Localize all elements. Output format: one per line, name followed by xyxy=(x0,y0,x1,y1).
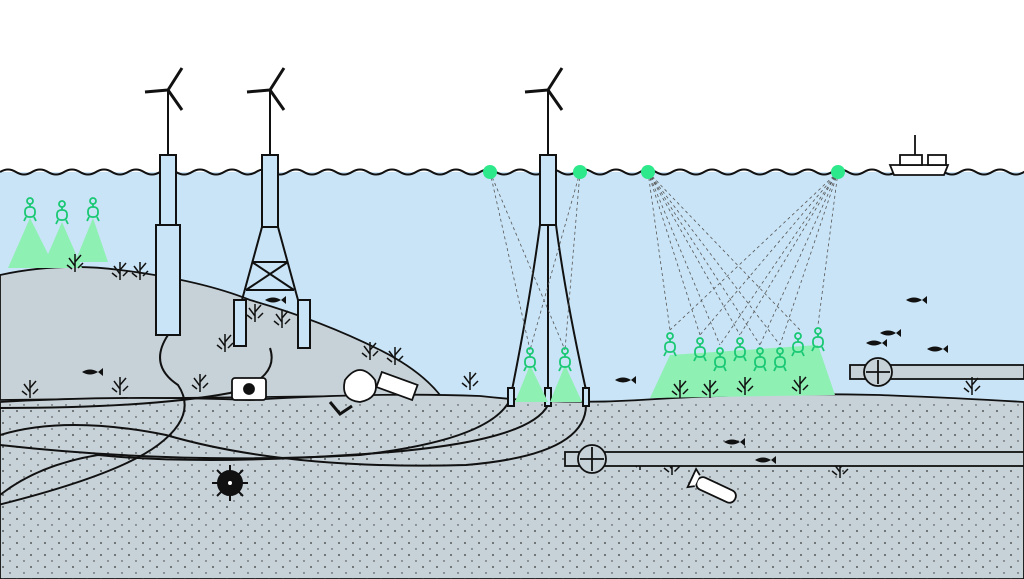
sediment-texture xyxy=(0,400,1024,579)
buoy-icon xyxy=(483,165,845,179)
sensor-cones-left xyxy=(8,197,108,268)
sensor-array xyxy=(515,327,835,402)
wind-turbine-icon xyxy=(233,67,311,349)
barrel-icon xyxy=(231,377,267,401)
mine-icon xyxy=(212,465,248,501)
pipeline-icon xyxy=(564,357,1024,474)
ship-icon xyxy=(888,135,950,176)
acoustic-lines xyxy=(489,171,839,351)
debris-icon xyxy=(328,401,353,416)
seabed-cables xyxy=(0,334,587,506)
wind-turbine-icon xyxy=(144,67,184,336)
seabed-hill xyxy=(0,266,442,401)
trash-bag-icon xyxy=(343,369,419,403)
torpedo-icon xyxy=(686,467,737,504)
